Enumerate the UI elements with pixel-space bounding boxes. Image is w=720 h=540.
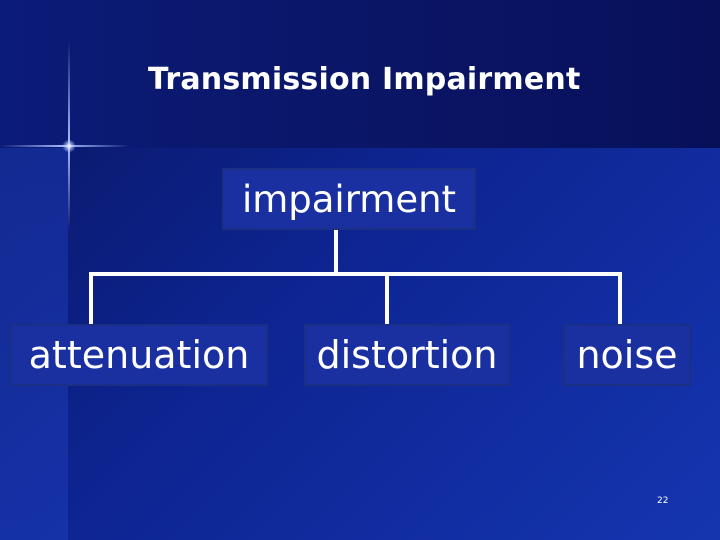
connector-root-stem xyxy=(334,230,338,276)
node-impairment: impairment xyxy=(222,168,476,230)
header-band xyxy=(0,0,720,148)
sparkle-vertical-ray xyxy=(68,40,70,230)
connector-to-noise xyxy=(618,272,622,324)
page-number: 22 xyxy=(657,496,669,506)
node-noise: noise xyxy=(563,324,691,386)
node-attenuation: attenuation xyxy=(10,324,268,386)
connector-horizontal-bar xyxy=(89,272,622,276)
connector-to-distortion xyxy=(385,272,389,324)
slide-title: Transmission Impairment xyxy=(148,62,581,97)
sparkle-star-icon xyxy=(62,140,76,152)
node-distortion: distortion xyxy=(304,324,510,386)
connector-to-attenuation xyxy=(89,272,93,324)
